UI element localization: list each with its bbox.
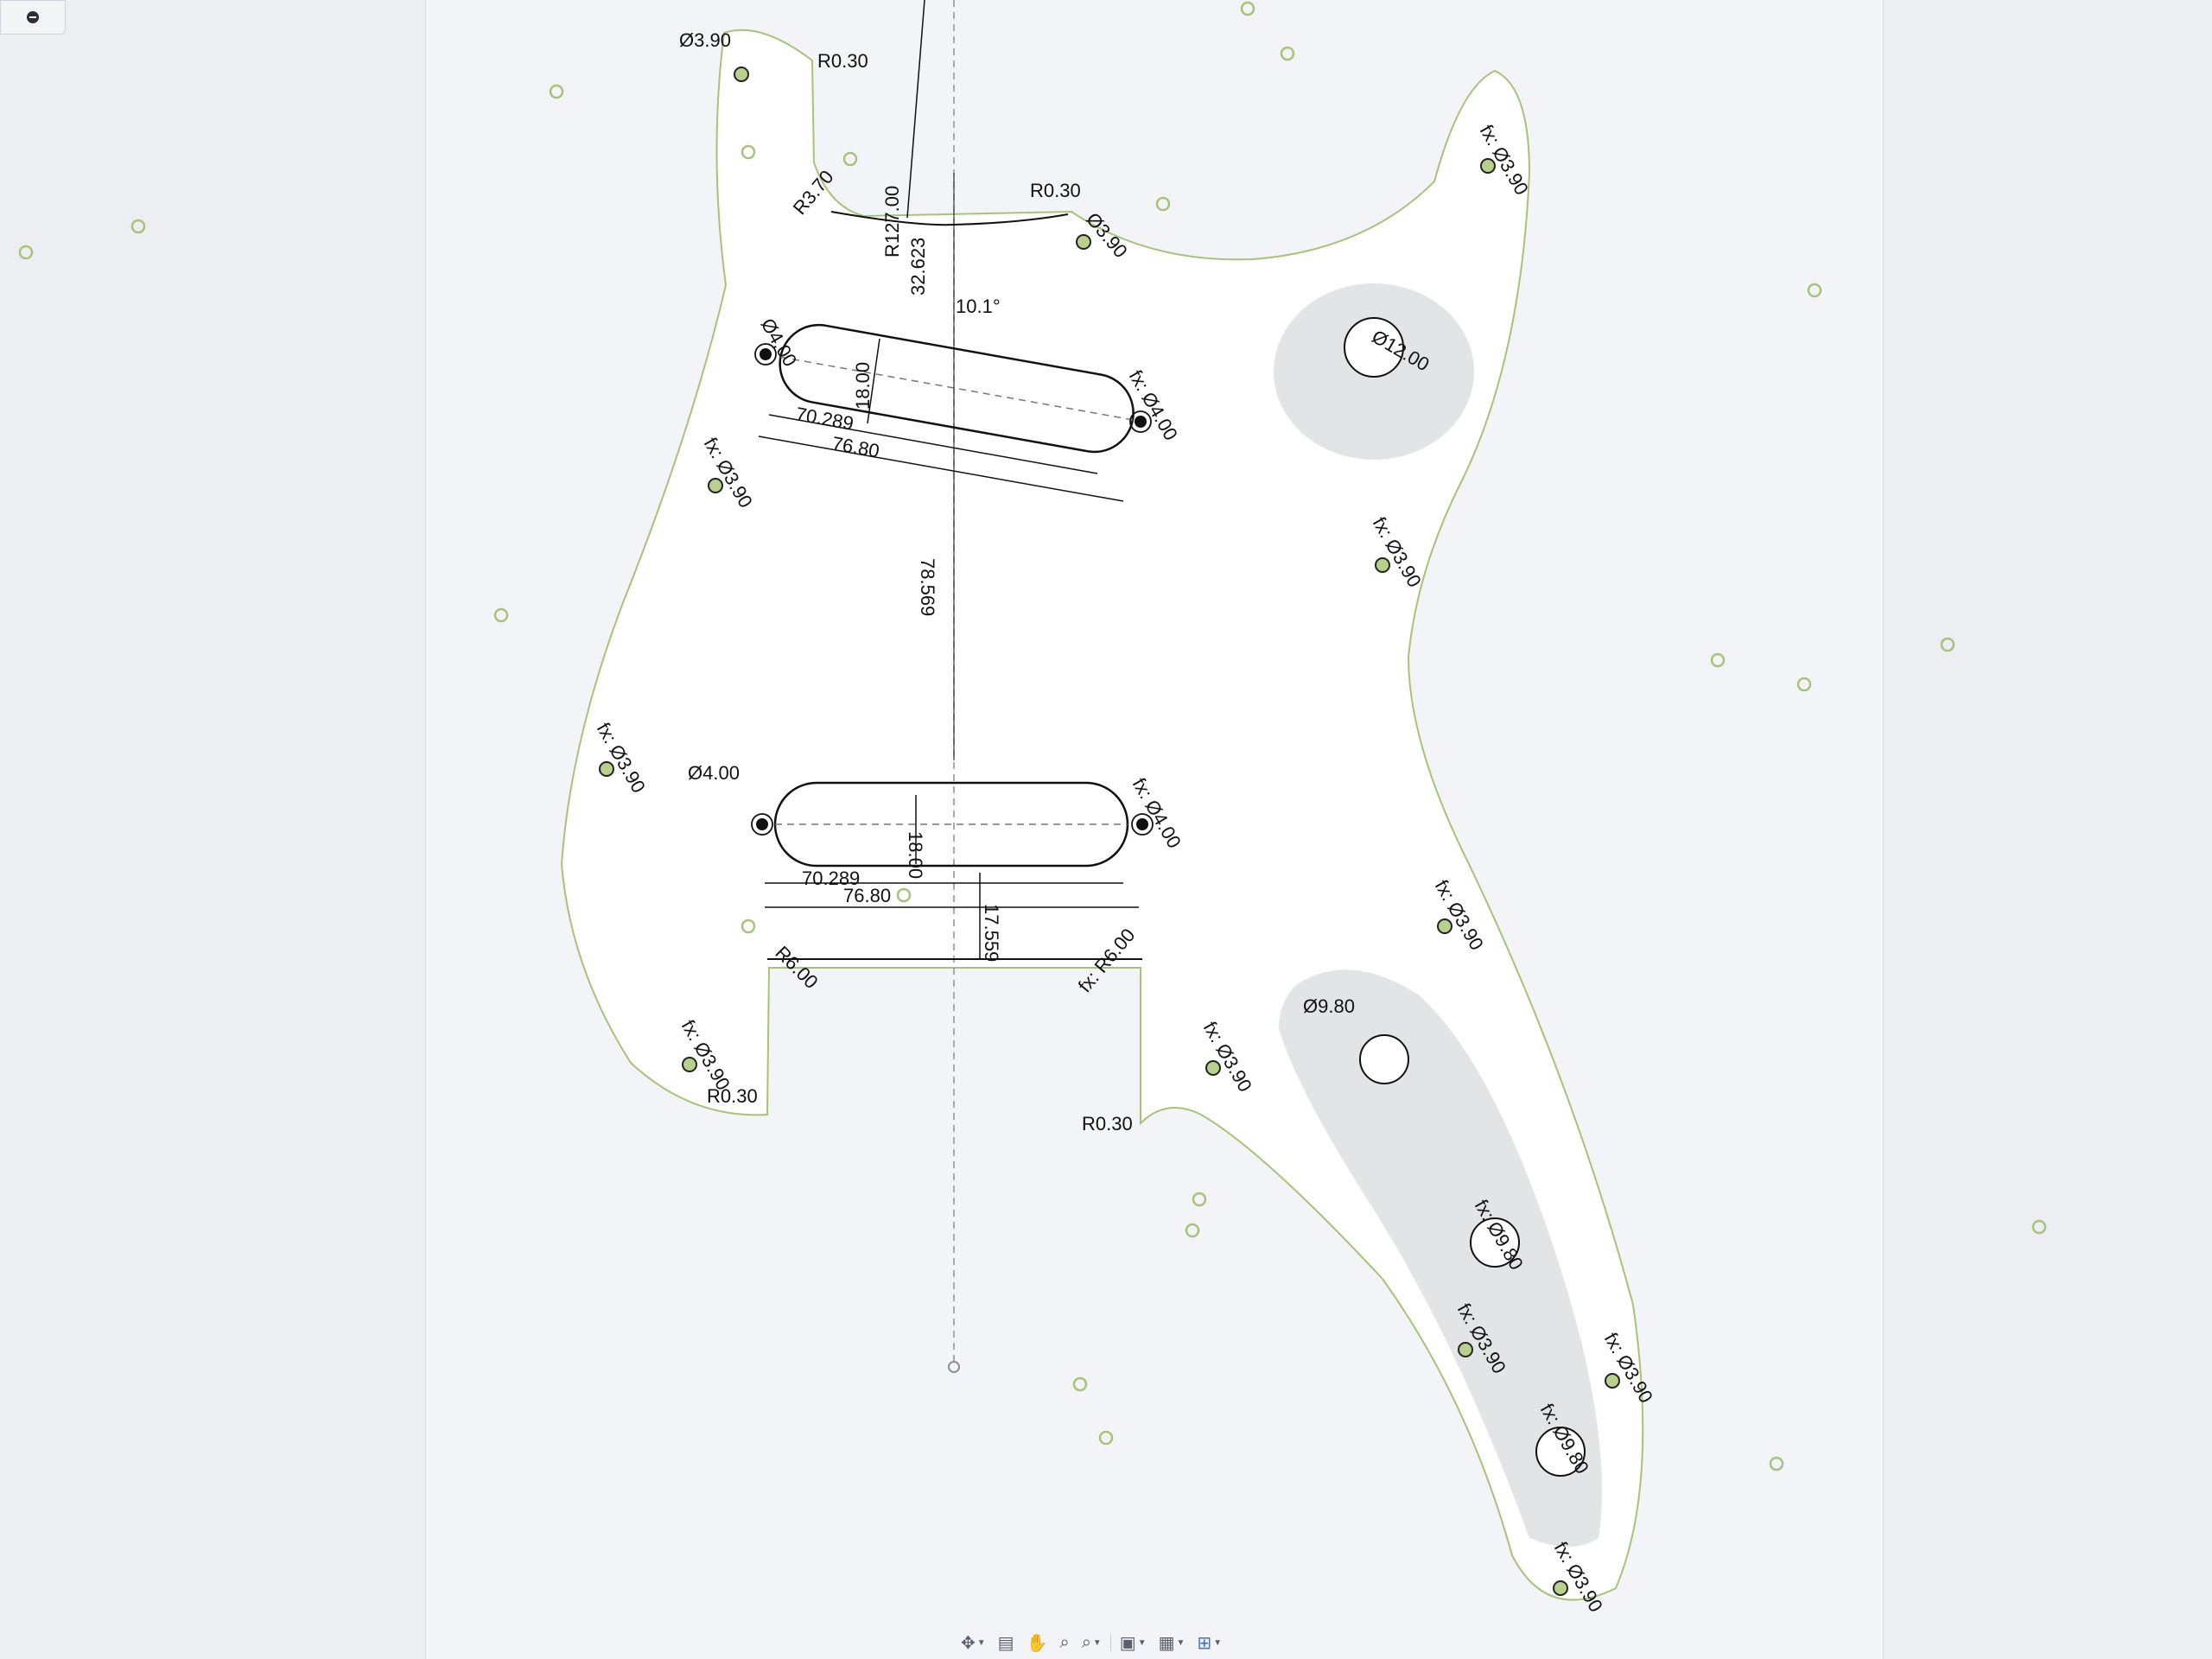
- look-at-button[interactable]: ▤: [995, 1631, 1018, 1654]
- dim-line-upper-outer: [758, 435, 1124, 502]
- collapse-panel-button[interactable]: [0, 0, 66, 35]
- dim-pot-1[interactable]: Ø9.80: [1303, 995, 1355, 1017]
- sketch-points[interactable]: [18, 1, 2047, 1471]
- pot-hole-1[interactable]: [1359, 1034, 1409, 1084]
- dim-top-left-hole[interactable]: Ø3.90: [679, 29, 731, 51]
- dim-lower-gap[interactable]: 17.559: [981, 904, 1002, 962]
- dim-top-radius[interactable]: R0.30: [817, 50, 868, 72]
- grid-settings-button[interactable]: ▦▼: [1158, 1633, 1185, 1653]
- screw-holes[interactable]: [599, 67, 1620, 1596]
- dim-right-bottom-radius[interactable]: R0.30: [1082, 1113, 1133, 1135]
- pickup-holes[interactable]: [756, 348, 1148, 830]
- orbit-button[interactable]: ✥▼: [961, 1633, 986, 1653]
- pot-hole-3[interactable]: [1535, 1427, 1586, 1477]
- dim-pickup-spacing[interactable]: 78.569: [917, 558, 938, 616]
- dim-lower-outer-length[interactable]: 76.80: [843, 885, 891, 906]
- zoom-button[interactable]: ⌕: [1056, 1631, 1072, 1654]
- dim-lower-inner-length[interactable]: 70.289: [802, 868, 860, 889]
- pan-button[interactable]: ✋: [1023, 1631, 1052, 1654]
- navigation-toolbar: ✥▼ ▤ ✋ ⌕ ⌕▼ ▣▼ ▦▼ ⊞▼: [957, 1630, 1225, 1656]
- dim-neck-arc-radius[interactable]: R127.00: [881, 186, 903, 257]
- display-settings-button[interactable]: ▣▼: [1119, 1633, 1147, 1653]
- dim-line-upper-height: [867, 338, 880, 424]
- dim-line-upper-inner: [768, 414, 1098, 474]
- pot-hole-2[interactable]: [1470, 1217, 1520, 1268]
- dim-neck-to-pickup[interactable]: 32.623: [907, 238, 929, 296]
- look-at-icon: ▤: [997, 1633, 1014, 1653]
- minus-circle-icon: [27, 11, 39, 23]
- orbit-icon: ✥: [961, 1633, 976, 1653]
- centerline-end-point[interactable]: [948, 1361, 960, 1373]
- toolbar-separator: [1109, 1634, 1111, 1651]
- dim-neck-right-radius[interactable]: R0.30: [1030, 180, 1081, 201]
- zoom-icon: ⌕: [1059, 1632, 1070, 1652]
- zoom-window-icon: ⌕: [1081, 1632, 1091, 1652]
- dim-lower-height[interactable]: 18.00: [905, 831, 926, 879]
- grid-settings-icon: ▦: [1158, 1633, 1175, 1653]
- neck-radius-line: [906, 0, 925, 219]
- display-settings-icon: ▣: [1119, 1633, 1136, 1653]
- dim-lower-left-hole[interactable]: Ø4.00: [688, 762, 740, 784]
- zoom-window-button[interactable]: ⌕▼: [1081, 1632, 1102, 1652]
- viewports-icon: ⊞: [1197, 1633, 1212, 1653]
- dim-angle[interactable]: 10.1°: [956, 296, 1001, 317]
- viewports-button[interactable]: ⊞▼: [1197, 1633, 1223, 1653]
- pot-region-bottom: [1279, 969, 1602, 1547]
- dim-upper-height[interactable]: 18.00: [852, 362, 874, 410]
- pan-icon: ✋: [1026, 1633, 1048, 1653]
- pot-hole-top[interactable]: [1344, 317, 1404, 378]
- dim-left-bottom-radius[interactable]: R0.30: [707, 1085, 758, 1107]
- upper-pickup-slot[interactable]: [773, 319, 1139, 458]
